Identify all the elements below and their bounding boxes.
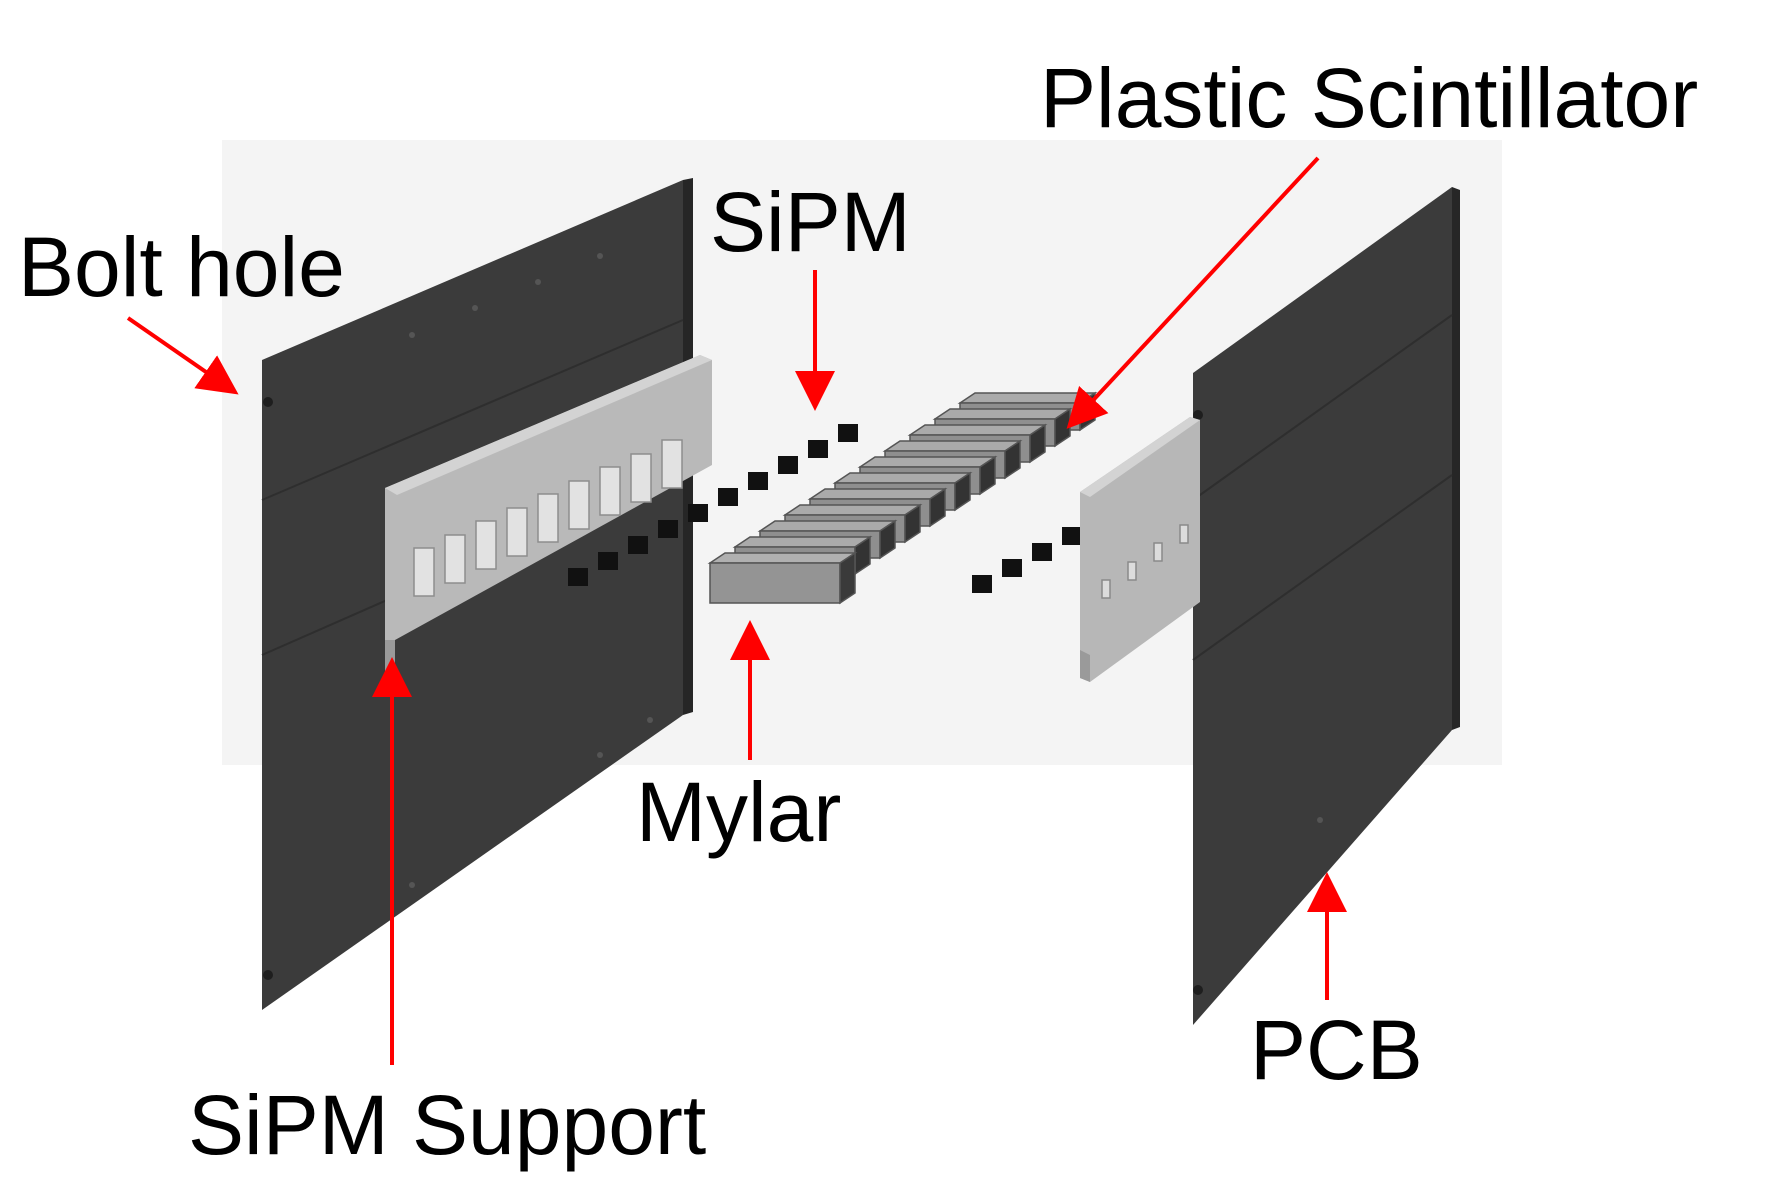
label-bolt-hole: Bolt hole — [18, 220, 345, 314]
bolt-hole — [263, 397, 273, 407]
arrow-plastic-scintillator — [1066, 156, 1320, 429]
label-mylar: Mylar — [636, 765, 842, 859]
left-sipm-support — [385, 355, 712, 680]
plastic-scintillator-stack — [732, 391, 1098, 576]
arrow-bolt-hole — [126, 316, 239, 395]
right-pcb-board — [1192, 187, 1460, 1025]
mylar-sheet — [707, 551, 858, 605]
label-sipm-support: SiPM Support — [188, 1078, 707, 1172]
annotation-arrows — [126, 156, 1347, 1065]
right-sipm-support — [1080, 417, 1200, 682]
label-plastic-scintillator: Plastic Scintillator — [1040, 51, 1699, 145]
label-pcb: PCB — [1250, 1003, 1423, 1097]
label-sipm: SiPM — [710, 175, 911, 269]
sipm-chips-left — [568, 424, 858, 586]
